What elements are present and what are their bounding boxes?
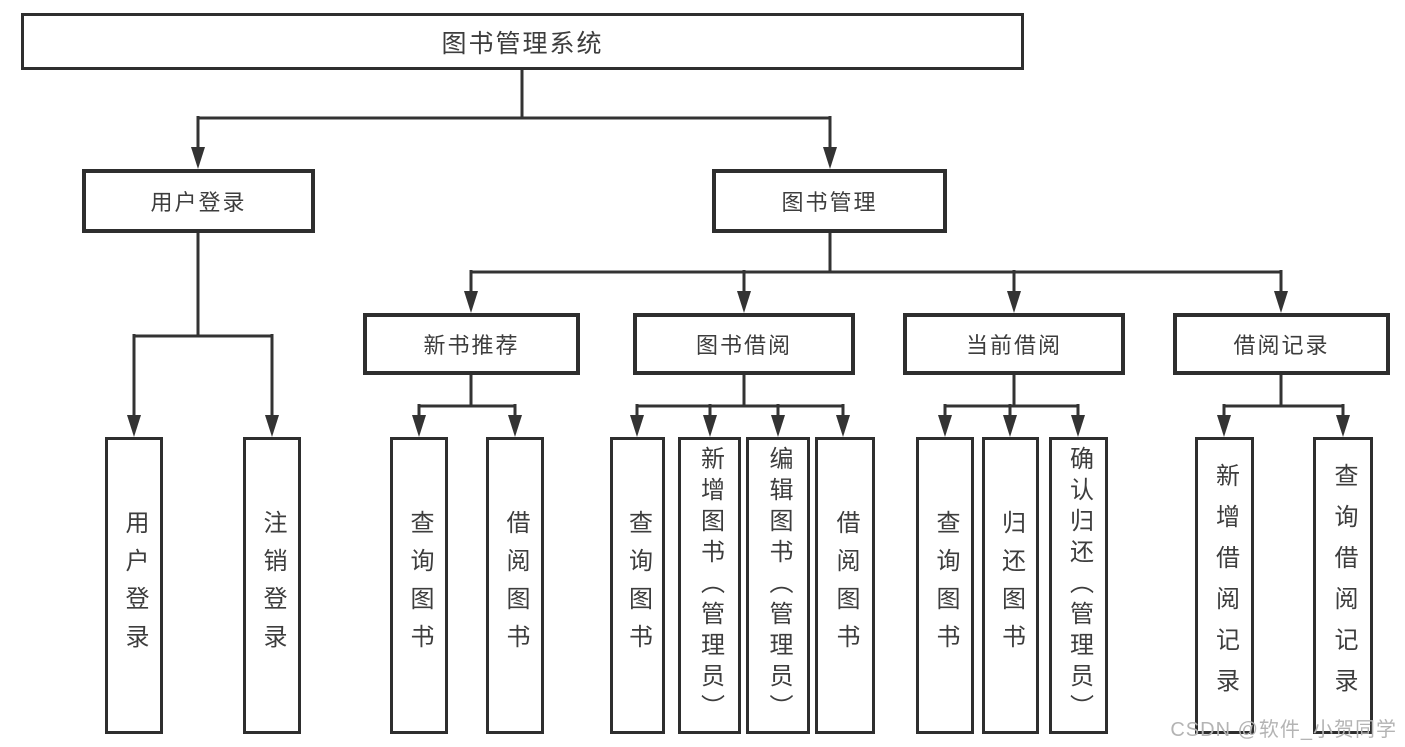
connector-user-login-to-leaves [127, 233, 279, 437]
leaf-return-book: 归还图书 [982, 437, 1039, 734]
node-user-login-branch: 用户登录 [82, 169, 315, 233]
connector-current-borrow-to-leaves [938, 375, 1085, 437]
leaf-add-borrow-record: 新增借阅记录 [1195, 437, 1254, 734]
leaf-query-book-current: 查询图书 [916, 437, 974, 734]
leaf-borrow-book-borrow: 借阅图书 [815, 437, 875, 734]
node-book-borrow: 图书借阅 [633, 313, 855, 375]
connector-new-book-to-leaves [412, 375, 522, 437]
leaf-query-book-borrow: 查询图书 [610, 437, 665, 734]
connector-root-to-level2 [191, 69, 837, 169]
leaf-query-book-new-book-label: 查询图书 [406, 509, 433, 662]
leaf-edit-book-admin: 编辑图书（管理员） [746, 437, 810, 734]
connector-book-borrow-to-leaves [630, 375, 850, 437]
leaf-logout-label: 注销登录 [259, 509, 286, 662]
node-root-library-management-system: 图书管理系统 [21, 13, 1024, 70]
leaf-add-borrow-record-label: 新增借阅记录 [1211, 462, 1239, 709]
leaf-user-login-label: 用户登录 [121, 509, 148, 662]
leaf-logout: 注销登录 [243, 437, 301, 734]
node-new-book-recommend: 新书推荐 [363, 313, 580, 375]
connector-borrow-record-to-leaves [1217, 375, 1350, 437]
leaf-query-book-borrow-label: 查询图书 [624, 509, 652, 662]
leaf-edit-book-admin-label: 编辑图书（管理员） [765, 446, 792, 725]
leaf-add-book-admin-label: 新增图书（管理员） [696, 446, 724, 725]
leaf-user-login: 用户登录 [105, 437, 163, 734]
csdn-watermark: CSDN @软件_小贺同学 [1170, 719, 1397, 741]
leaf-confirm-return-admin-label: 确认归还（管理员） [1065, 446, 1093, 725]
leaf-borrow-book-new-book-label: 借阅图书 [502, 509, 529, 662]
leaf-query-book-current-label: 查询图书 [932, 509, 959, 662]
connector-book-management-to-level3 [464, 233, 1288, 313]
leaf-confirm-return-admin: 确认归还（管理员） [1049, 437, 1108, 734]
leaf-borrow-book-new-book: 借阅图书 [486, 437, 544, 734]
leaf-query-borrow-record-label: 查询借阅记录 [1330, 462, 1357, 709]
leaf-query-borrow-record: 查询借阅记录 [1313, 437, 1373, 734]
node-borrow-record: 借阅记录 [1173, 313, 1390, 375]
leaf-return-book-label: 归还图书 [997, 509, 1025, 662]
leaf-query-book-new-book: 查询图书 [390, 437, 448, 734]
node-book-management-branch: 图书管理 [712, 169, 947, 233]
leaf-borrow-book-borrow-label: 借阅图书 [832, 509, 859, 662]
leaf-add-book-admin: 新增图书（管理员） [678, 437, 741, 734]
node-current-borrow: 当前借阅 [903, 313, 1125, 375]
